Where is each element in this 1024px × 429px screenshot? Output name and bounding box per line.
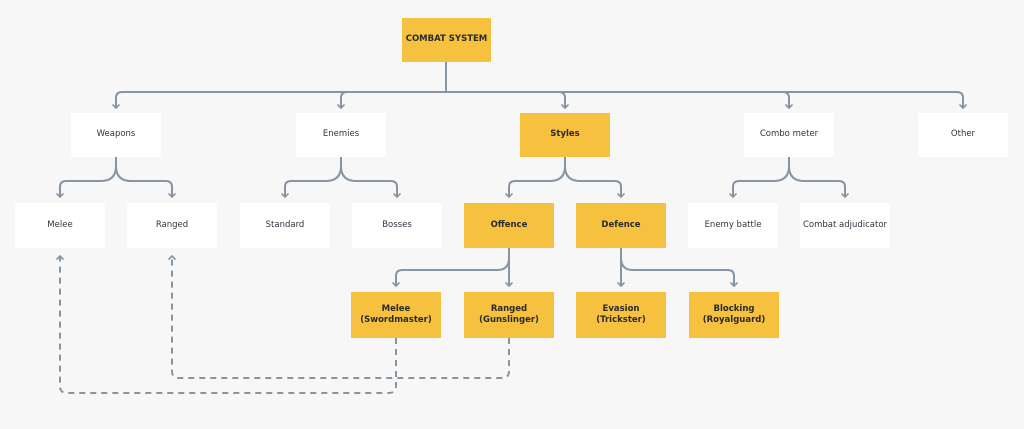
node-ranged-gunslinger[interactable]: Ranged (Gunslinger) [464,292,554,338]
connector-root-weapons [112,91,446,109]
connector-defence-blocking [620,257,738,287]
node-styles[interactable]: Styles [520,113,610,157]
node-ranged[interactable]: Ranged [127,203,217,248]
connector-offence-melee [392,248,510,287]
node-evasion-trickster[interactable]: Evasion (Trickster) [576,292,666,338]
node-standard[interactable]: Standard [240,203,330,248]
node-blocking-royalguard[interactable]: Blocking (Royalguard) [689,292,779,338]
dashed-link-swordmaster-melee [56,255,397,394]
node-bosses[interactable]: Bosses [352,203,442,248]
node-defence[interactable]: Defence [576,203,666,248]
connector-combo-adjudicator [788,165,849,198]
connector-enemies-standard [281,157,342,198]
node-combat-adjudicator[interactable]: Combat adjudicator [800,203,890,248]
node-weapons[interactable]: Weapons [71,113,161,157]
connector-root-other [446,91,967,109]
node-enemy-battle[interactable]: Enemy battle [688,203,778,248]
node-melee[interactable]: Melee [15,203,105,248]
dashed-link-gunslinger-ranged [168,255,510,379]
node-combat-system[interactable]: COMBAT SYSTEM [402,18,491,62]
connector-root-styles [446,91,569,109]
node-offence[interactable]: Offence [464,203,554,248]
connector-root-enemies [337,91,446,109]
connector-weapons-ranged [115,165,176,198]
connector-enemies-bosses [340,165,401,198]
connector-styles-defence [564,165,625,198]
connector-root-combo-meter [446,91,793,109]
node-combo-meter[interactable]: Combo meter [744,113,834,157]
connector-weapons-trunk [56,157,117,198]
connector-combo-enemy-battle [729,157,790,198]
node-melee-swordmaster[interactable]: Melee (Swordmaster) [351,292,441,338]
node-other[interactable]: Other [918,113,1008,157]
connector-styles-offence [505,157,566,198]
node-enemies[interactable]: Enemies [296,113,386,157]
